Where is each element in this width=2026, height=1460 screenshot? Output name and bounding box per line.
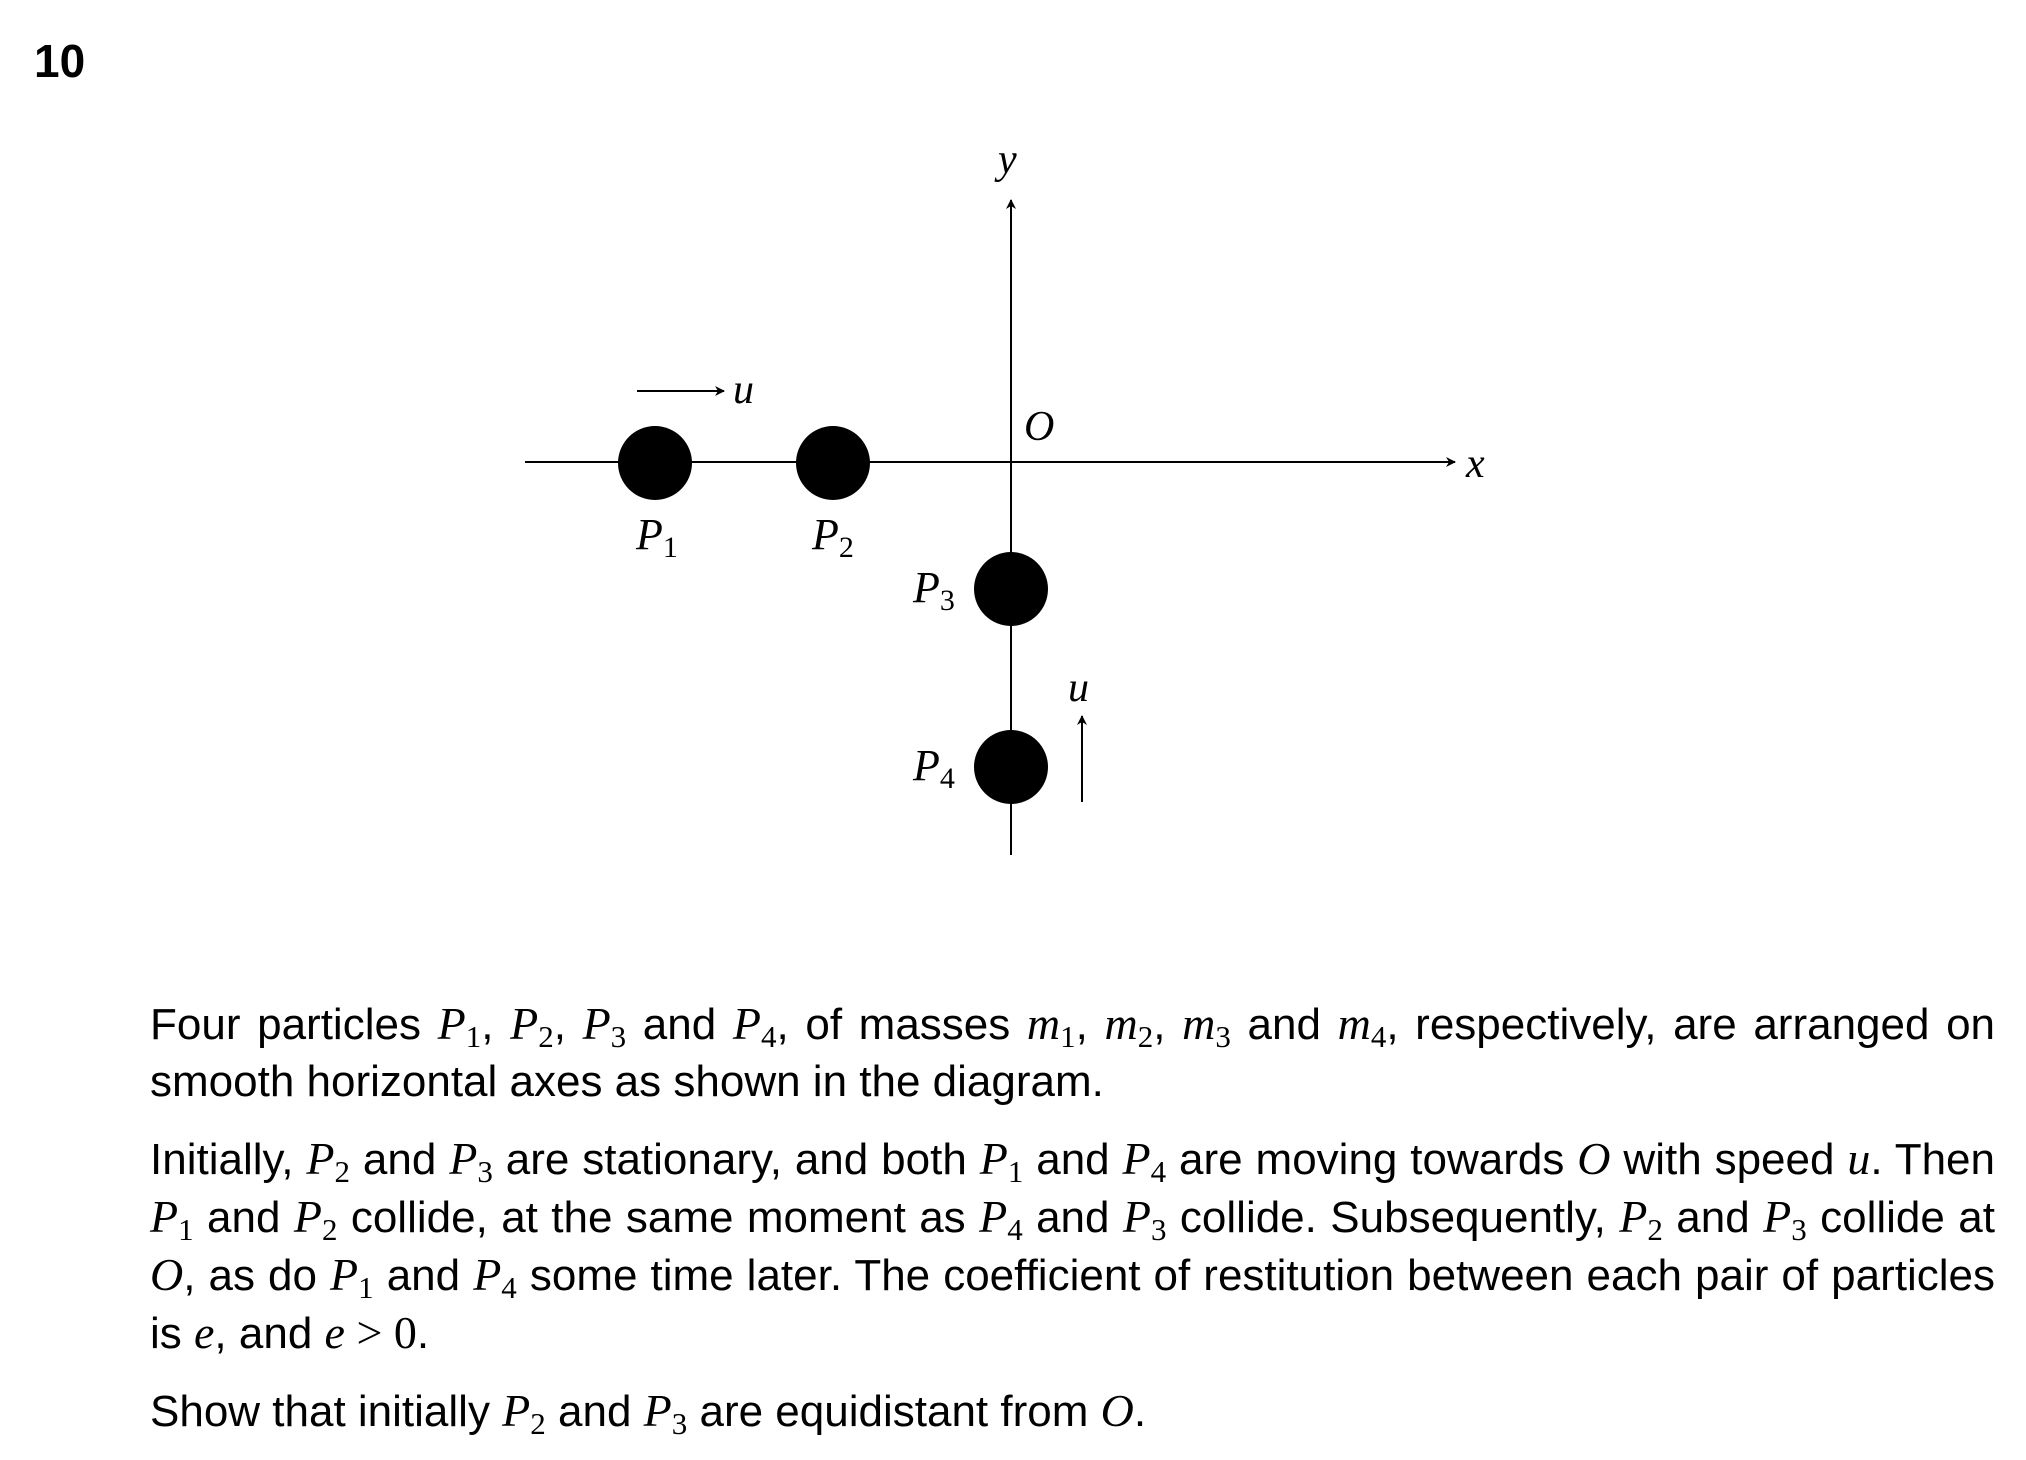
particle-label-p4: P4 [912, 741, 955, 795]
particle-p2 [796, 426, 870, 500]
symbol-m1: m1 [1026, 998, 1076, 1054]
question-number: 10 [34, 35, 86, 87]
symbol-m3: m3 [1182, 998, 1231, 1054]
particle-p3 [974, 552, 1048, 626]
symbol-m2: m2 [1104, 998, 1154, 1054]
particle-label-p3: P3 [912, 563, 955, 617]
symbol-p1: P1 [437, 998, 482, 1054]
y-axis-label: y [994, 137, 1017, 183]
collision-diagram: x y O P1 P2 P3 P4 u u [525, 137, 1485, 855]
particle-label-p1: P1 [635, 510, 678, 564]
particle-p4 [974, 730, 1048, 804]
velocity-label-vertical: u [1068, 665, 1089, 711]
origin-label: O [1024, 404, 1054, 450]
question-text: Four particles P1, P2, P3 and P4, of mas… [150, 995, 1995, 1460]
symbol-p3: P3 [582, 998, 627, 1054]
symbol-p2: P2 [510, 998, 554, 1054]
particle-label-p2: P2 [811, 510, 854, 564]
velocity-label-horizontal: u [733, 367, 754, 413]
particle-p1 [618, 426, 692, 500]
paragraph-setup: Four particles P1, P2, P3 and P4, of mas… [150, 998, 1996, 1106]
symbol-p4: P4 [732, 998, 777, 1054]
paragraph-task: Show that initially P2 and P3 are equidi… [150, 1385, 1147, 1441]
x-axis-label: x [1465, 441, 1485, 487]
symbol-m4: m4 [1337, 998, 1387, 1054]
paragraph-conditions: Initially, P2 and P3 are stationary, and… [150, 1133, 1996, 1358]
